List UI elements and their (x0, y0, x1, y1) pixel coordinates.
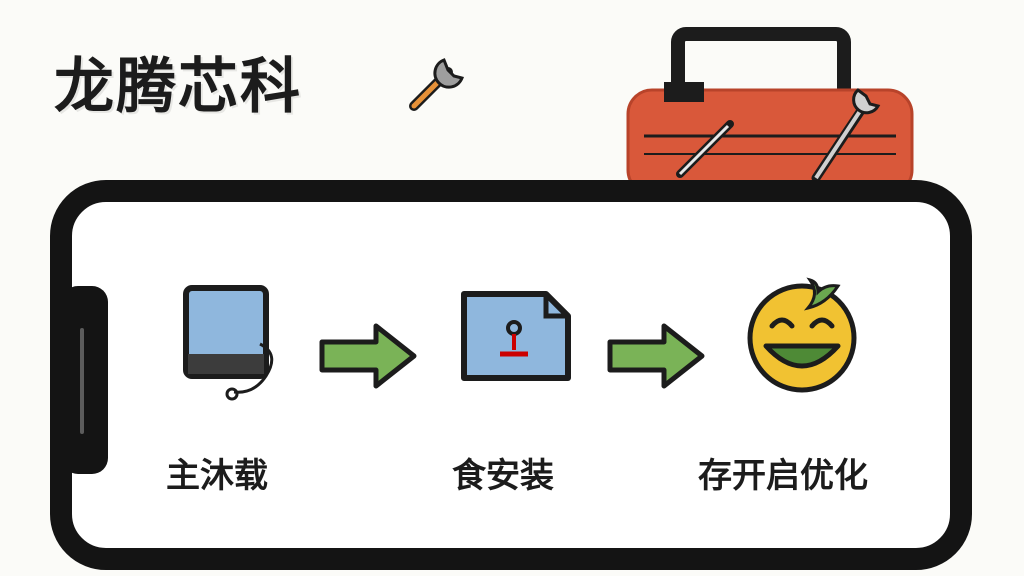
step-label-optimize: 存开启优化 (698, 456, 868, 496)
toolbox-icon (626, 27, 914, 194)
arrow-right-icon (319, 323, 417, 389)
phone-side-button (62, 286, 108, 474)
install-file-icon (461, 291, 571, 381)
tablet-device-icon (183, 285, 274, 401)
phone-side-button-detail (80, 328, 84, 434)
arrow-right-icon (607, 323, 705, 389)
wrench-icon (811, 88, 881, 183)
step-label-install: 食安装 (452, 456, 554, 496)
screwdriver-icon (676, 120, 734, 178)
step-label-download: 主沐载 (166, 456, 268, 496)
smiley-face-icon (747, 277, 857, 393)
wrench-icon (409, 58, 464, 111)
brand-title: 龙腾芯科 (54, 52, 302, 122)
